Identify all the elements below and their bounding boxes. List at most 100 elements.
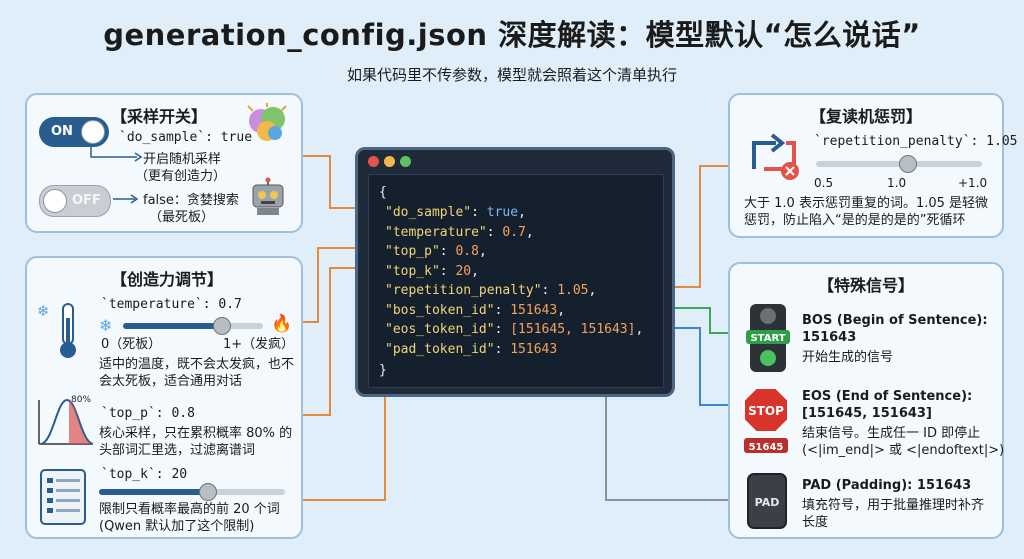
code-key: "repetition_penalty" (385, 283, 542, 298)
code-key: "bos_token_id" (385, 302, 495, 318)
window-minimize-dot[interactable] (384, 156, 395, 167)
eos-desc-2: (<|im_end|> 或 <|endoftext|>) (802, 443, 1005, 458)
code-line: "do_sample": true, (385, 205, 526, 220)
bell-curve-icon: 80% (38, 395, 94, 445)
code-colon: : (541, 283, 558, 298)
pad-desc-1: 填充符号，用于批量推理时补齐 (802, 498, 985, 513)
repetition-tick-mid: 1.0 (887, 176, 907, 190)
code-value: 151643 (510, 302, 558, 318)
slider-knob[interactable] (899, 155, 918, 173)
code-value: 0.8 (455, 244, 479, 259)
eos-title-2: [151645, 151643] (802, 406, 932, 421)
temperature-max: 1+（发疯） (223, 337, 295, 352)
toggle-off[interactable]: OFF (39, 185, 111, 217)
pad-block-icon: PAD (747, 473, 787, 529)
off-desc-1: false：贪婪搜索 (143, 193, 239, 208)
code-value: true (486, 205, 519, 220)
eos-desc-1: 结束信号。生成任一 ID 即停止 (802, 426, 981, 441)
temperature-slider[interactable] (123, 317, 263, 335)
panel-sampling: 【采样开关】 ON `do_sample`: true 开启随机采样 （更有创造… (25, 93, 303, 233)
top-k-label: `top_k`: 20 (101, 467, 188, 482)
code-colon: : (439, 244, 456, 259)
code-key: "do_sample" (385, 205, 472, 220)
window-maximize-dot[interactable] (400, 156, 411, 167)
page-title: generation_config.json 深度解读：模型默认“怎么说话” (103, 18, 921, 52)
repetition-desc-1: 大于 1.0 表示惩罚重复的词。1.05 是轻微 (744, 196, 989, 211)
page-subtitle: 如果代码里不传参数，模型就会照着这个清单执行 (346, 66, 677, 84)
repetition-label: `repetition_penalty`: 1.05 (814, 134, 1018, 149)
temperature-label: `temperature`: 0.7 (101, 297, 242, 312)
code-line: "repetition_penalty": 1.05, (385, 283, 596, 298)
code-editor: { "do_sample": true,"temperature": 0.7,"… (355, 147, 675, 397)
arrow-icon (90, 147, 143, 162)
repetition-tick-min: 0.5 (814, 176, 834, 190)
temperature-desc-1: 适中的温度，既不会太发疯，也不 (99, 357, 295, 372)
slider-knob[interactable] (198, 483, 217, 501)
code-colon: : (494, 302, 511, 318)
code-key: "pad_token_id" (385, 341, 495, 357)
stop-sign: STOP (748, 404, 784, 418)
code-colon: : (439, 263, 456, 279)
repetition-tick-max: +1.0 (958, 176, 988, 190)
code-value: 1.05 (557, 283, 589, 298)
code-area: { "do_sample": true,"temperature": 0.7,"… (368, 174, 664, 388)
repetition-slider[interactable] (816, 155, 982, 173)
code-colon: : (494, 322, 511, 337)
code-colon: : (486, 224, 503, 240)
brain-icon (247, 103, 287, 141)
code-comma: , (478, 244, 487, 259)
code-value: 151643 (510, 341, 558, 357)
start-sign: START (750, 333, 785, 344)
code-value: 20 (455, 263, 472, 279)
temperature-min: 0（死板） (101, 337, 162, 352)
do-sample-label: `do_sample`: true (119, 130, 253, 145)
off-desc-2: （最死板） (149, 210, 215, 225)
pad-sign: PAD (755, 496, 780, 509)
code-key: "eos_token_id" (385, 322, 495, 337)
list-icon (40, 469, 86, 525)
panel-title: 【采样开关】 (111, 107, 208, 126)
toggle-knob (43, 189, 67, 213)
toggle-on-label: ON (51, 124, 73, 139)
code-key: "top_p" (385, 244, 440, 259)
svg-text:❄: ❄ (37, 302, 50, 320)
panel-repetition: 【复读机惩罚】 `repetition_penalty`: 1.05 0.5 1… (728, 93, 1018, 238)
panel-title: 【复读机惩罚】 (810, 107, 923, 126)
code-line: "top_p": 0.8, (385, 244, 487, 259)
eos-badge: 51645 (749, 442, 784, 453)
code-line: "top_k": 20, (385, 264, 479, 279)
code-comma: , (525, 224, 534, 240)
top-k-desc-1: 限制只看概率最高的前 20 个词 (99, 502, 280, 517)
code-comma: , (588, 283, 597, 298)
code-line: "bos_token_id": 151643, (385, 303, 565, 318)
temperature-desc-2: 会太死板，适合通用对话 (99, 374, 243, 389)
window-close-dot[interactable] (368, 156, 379, 167)
stop-sign-icon: STOP 51645 (743, 387, 789, 453)
toggle-knob (81, 120, 105, 144)
code-line: "temperature": 0.7, (385, 225, 534, 240)
toggle-on[interactable]: ON (39, 117, 109, 147)
top-p-desc-1: 核心采样，只在累积概率 80% 的 (99, 426, 293, 441)
code-key: "temperature" (385, 224, 487, 240)
bos-desc: 开始生成的信号 (802, 350, 894, 365)
code-value: [151645, 151643] (510, 322, 636, 337)
top-k-slider[interactable] (99, 483, 285, 501)
top-p-label: `top_p`: 0.8 (101, 406, 195, 421)
code-comma: , (518, 205, 526, 220)
toggle-off-label: OFF (72, 193, 101, 208)
top-p-percent: 80% (71, 395, 91, 405)
on-desc-1: 开启随机采样 (143, 152, 222, 167)
code-key: "top_k" (385, 263, 440, 279)
snowflake-icon: ❄ (99, 316, 113, 335)
bos-title-1: BOS (Begin of Sentence): (802, 313, 988, 328)
slider-knob[interactable] (213, 317, 231, 335)
slider-fill (123, 323, 221, 329)
robot-icon (252, 177, 284, 215)
code-comma: , (635, 322, 644, 337)
arrow-icon (113, 194, 139, 204)
pad-desc-2: 长度 (802, 515, 829, 530)
on-desc-2: （更有创造力） (135, 169, 227, 184)
slider-fill (99, 489, 207, 495)
code-comma: , (557, 302, 566, 318)
panel-title: 【特殊信号】 (818, 276, 915, 295)
